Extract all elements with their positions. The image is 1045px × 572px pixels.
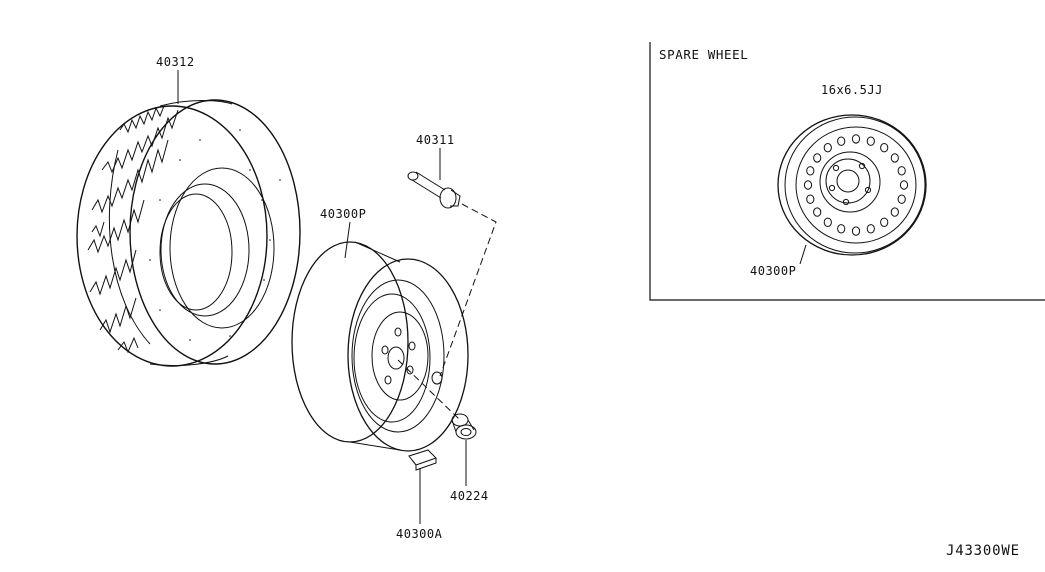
- nut-part-label: 40224: [450, 489, 489, 503]
- wheel-part-label: 40300P: [320, 207, 367, 221]
- spare-vent-hole: [806, 166, 815, 176]
- spare-vent-hole: [880, 143, 889, 153]
- spare-vent-hole: [880, 217, 889, 228]
- spare-vent-hole: [899, 180, 909, 190]
- spare-vent-hole: [837, 224, 846, 234]
- nut-drawing: [451, 413, 477, 440]
- spare-vent-hole: [890, 153, 899, 163]
- spare-wheel-title: SPARE WHEEL: [659, 47, 749, 62]
- spare-vent-hole: [813, 153, 822, 163]
- spare-lug-hole: [832, 164, 840, 172]
- spare-vent-hole: [851, 226, 861, 236]
- tire-drawing: [76, 99, 301, 367]
- spare-vent-hole: [823, 143, 832, 153]
- tire-part-label: 40312: [156, 55, 195, 69]
- spare-vent-hole: [890, 207, 899, 217]
- spare-vent-hole: [851, 134, 861, 144]
- spare-lug-hole: [858, 162, 866, 170]
- spare-vent-hole: [803, 180, 813, 190]
- spare-lug-hole: [864, 186, 872, 194]
- spare-vent-hole: [897, 166, 906, 176]
- spare-lug-hole: [842, 198, 850, 206]
- weight-drawing: [408, 449, 437, 471]
- leader-lines: [177, 70, 497, 524]
- spare-lug-hole: [828, 184, 836, 192]
- spare-vent-hole: [806, 194, 815, 204]
- spare-wheel-size: 16x6.5JJ: [821, 83, 883, 97]
- spare-vent-hole: [823, 217, 832, 228]
- spare-vent-hole: [837, 136, 846, 146]
- valve-part-label: 40311: [416, 133, 455, 147]
- spare-vent-hole: [866, 224, 875, 234]
- spare-vent-hole: [813, 207, 822, 217]
- spare-wheel-drawing: [777, 114, 927, 265]
- spare-vent-hole: [897, 194, 906, 204]
- wheel-drawing: [291, 241, 469, 452]
- spare-wheel-part-label: 40300P: [750, 264, 797, 278]
- spare-wheel-box: [649, 42, 1045, 301]
- valve-drawing: [407, 171, 461, 209]
- diagram-code: J43300WE: [946, 543, 1020, 559]
- weight-part-label: 40300A: [396, 527, 443, 541]
- spare-vent-hole: [866, 136, 875, 146]
